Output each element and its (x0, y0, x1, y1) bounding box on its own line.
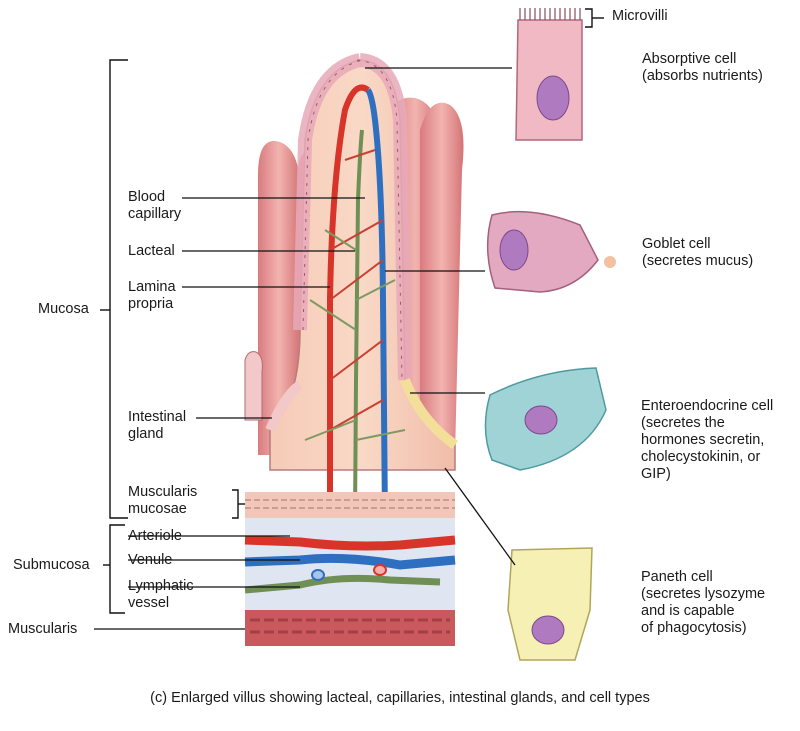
label-goblet-cell: Goblet cell (secretes mucus) (642, 236, 754, 269)
paneth-cell-drawing (507, 547, 593, 661)
mucosa-bracket (100, 59, 128, 519)
label-paneth-cell: Paneth cell (secretes lysozyme and is ca… (641, 569, 766, 636)
submucosa-layer (244, 518, 456, 610)
muscularis-layer (245, 610, 455, 646)
label-muscularis: Muscularis (8, 621, 78, 637)
muscularis-mucosae-band (245, 492, 455, 518)
label-blood-capillary: Blood capillary (128, 189, 182, 222)
label-muscularis-mucosae: Muscularis mucosae (128, 484, 198, 517)
label-microvilli: Microvilli (612, 8, 668, 24)
muscularis-mucosae-bracket (232, 489, 245, 519)
label-mucosa: Mucosa (38, 301, 89, 317)
villus-vessels (304, 84, 406, 521)
label-arteriole: Arteriole (128, 528, 182, 544)
label-absorptive-cell: Absorptive cell (absorbs nutrients) (642, 51, 763, 84)
label-enteroendocrine-cell: Enteroendocrine cell (secretes the hormo… (641, 398, 774, 482)
label-lacteal: Lacteal (128, 243, 175, 259)
leader-lines (94, 67, 516, 630)
label-submucosa: Submucosa (13, 557, 90, 573)
submucosa-bracket (103, 524, 125, 614)
enteroendocrine-cell-drawing (484, 367, 607, 471)
label-lamina-propria: Lamina propria (128, 279, 176, 312)
label-intestinal-gland: Intestinal gland (128, 409, 187, 442)
absorptive-cell-drawing (515, 8, 583, 141)
figure-caption: (c) Enlarged villus showing lacteal, cap… (150, 690, 650, 706)
label-venule: Venule (128, 552, 173, 568)
microvilli-bracket (585, 8, 604, 28)
goblet-cell-drawing (486, 210, 616, 293)
main-villus (265, 53, 458, 471)
label-lymphatic-vessel: Lymphatic vessel (128, 578, 194, 611)
